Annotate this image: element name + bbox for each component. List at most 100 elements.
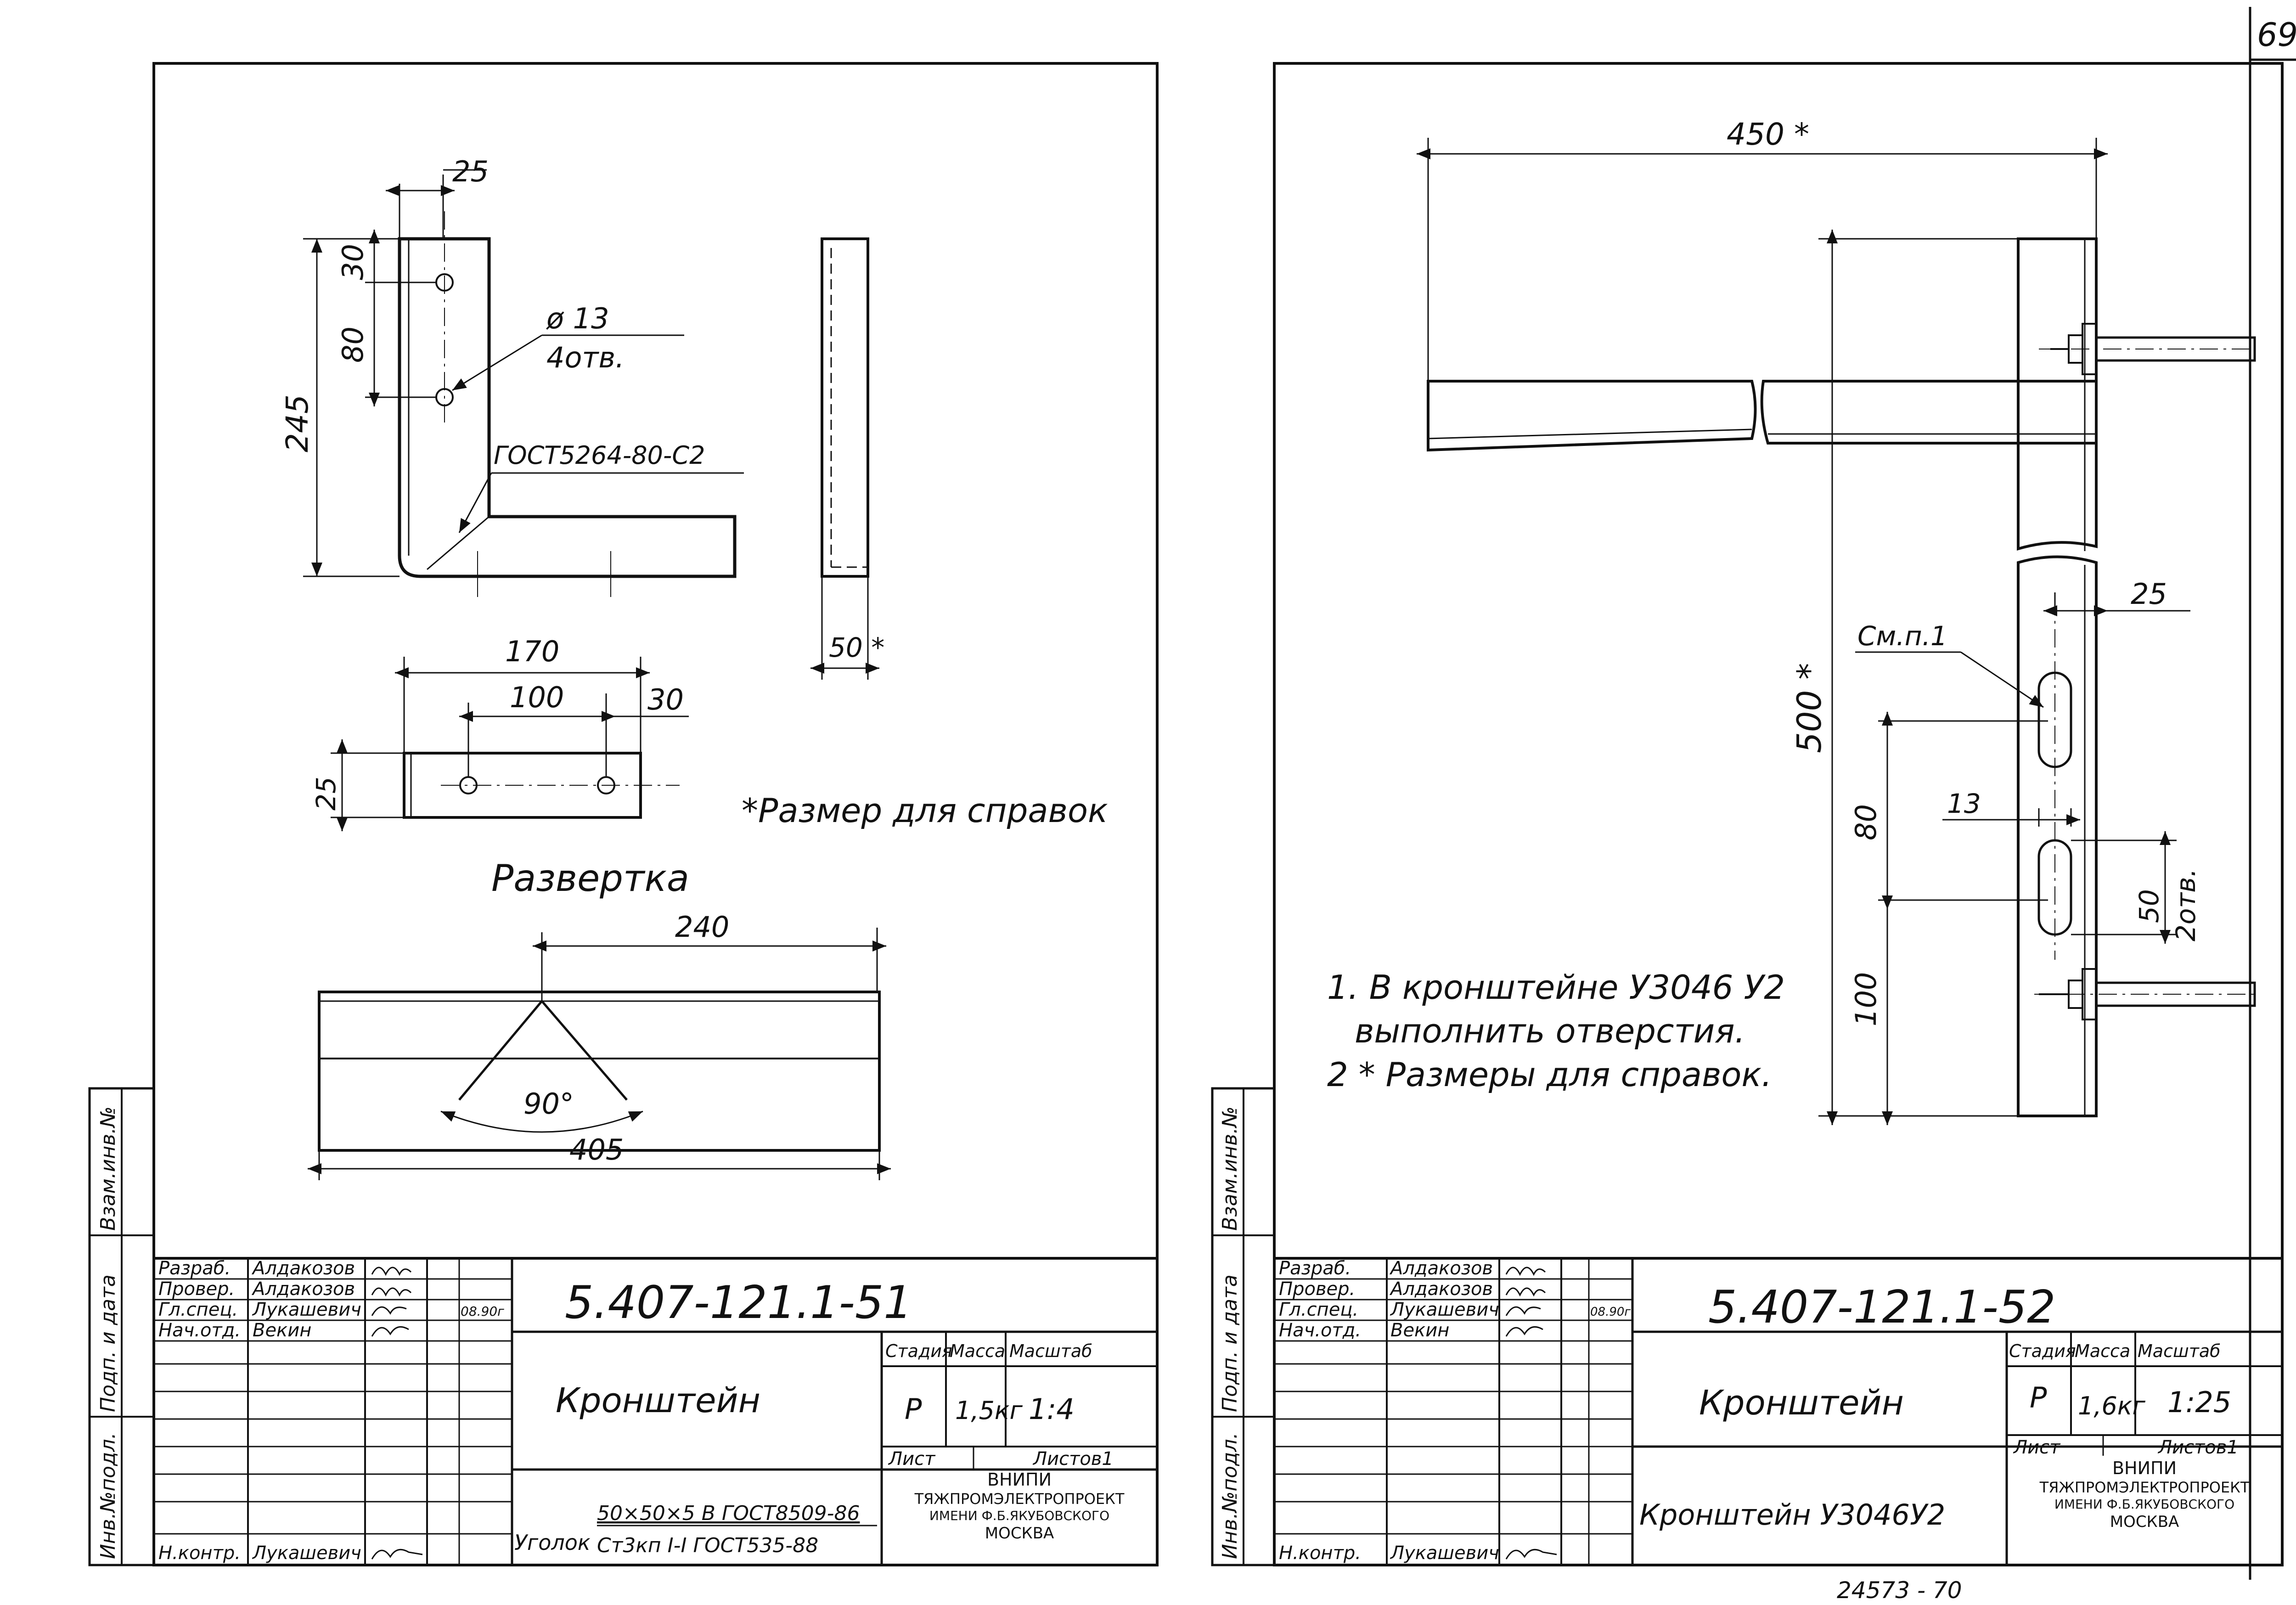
- left-dim-plan-length: 170: [505, 635, 559, 668]
- left-plan-view: 170 100 30 25: [310, 635, 689, 831]
- left-dim-plan-spacing: 100: [510, 681, 564, 714]
- left-sheets-label: Листов1: [1032, 1448, 1114, 1470]
- right-dim-slot-length: 50: [2133, 889, 2165, 923]
- left-signature-3: [371, 1326, 409, 1337]
- left-title-block: Разраб. Алдакозов Провер. Алдакозов Гл.с…: [152, 1257, 1159, 1566]
- right-dim-bottom-offset: 100: [1849, 972, 1883, 1026]
- right-org-1: ТЯЖПРОМЭЛЕКТРОПРОЕКТ: [2039, 1479, 2250, 1496]
- right-signature-2: [1505, 1306, 1541, 1316]
- left-org-3: МОСКВА: [985, 1524, 1054, 1543]
- right-col-stage: Стадия: [2009, 1341, 2076, 1361]
- left-col-scale: Масштаб: [1009, 1341, 1092, 1361]
- right-col-mass: Масса: [2075, 1341, 2130, 1361]
- left-dim-height: 245: [280, 394, 315, 452]
- page-number-box: 69: [2249, 7, 2296, 1580]
- right-material: Кронштейн У3046У2: [1639, 1498, 1945, 1532]
- right-signature-0: [1505, 1267, 1546, 1276]
- left-nkontr-role: Н.контр.: [158, 1543, 241, 1564]
- right-nkontr-name: Лукашевич: [1390, 1543, 1499, 1564]
- right-mass: 1,6кг: [2078, 1391, 2145, 1420]
- left-dim-unfold-angle: 90°: [523, 1087, 574, 1121]
- left-mass: 1,5кг: [955, 1396, 1023, 1425]
- right-nkontr-role: Н.контр.: [1279, 1543, 1361, 1564]
- right-title-block: Разраб. Алдакозов Провер. Алдакозов Гл.с…: [1273, 1257, 2284, 1566]
- left-dim-width-ref: 50 *: [829, 632, 884, 663]
- left-angle-front-view: 25 30 80 245 ø 13 4отв. ГОСТ5264-80-С2: [280, 155, 744, 597]
- right-org-2: ИМЕНИ Ф.Б.ЯКУБОВСКОГО: [2054, 1497, 2234, 1512]
- right-dim-slot-spacing: 80: [1849, 804, 1883, 840]
- left-stamp-sign: Подп. и дата: [96, 1274, 120, 1412]
- left-side-stamp: Инв.№подл. Подп. и дата Взам.инв.№: [88, 1087, 155, 1566]
- right-scale: 1:25: [2167, 1385, 2231, 1419]
- left-col-mass: Масса: [950, 1341, 1005, 1361]
- right-dim-slot-count: 2отв.: [2170, 868, 2201, 941]
- right-name-2: Лукашевич: [1390, 1299, 1499, 1320]
- left-signature-nkontr: [371, 1549, 423, 1560]
- left-stage: Р: [905, 1392, 922, 1426]
- left-dim-plan-end: 30: [647, 683, 684, 716]
- left-signature-2: [371, 1306, 407, 1316]
- right-note-1b: выполнить отверстия.: [1355, 1012, 1745, 1050]
- page-number: 69: [2257, 16, 2296, 54]
- right-stamp-sign: Подп. и дата: [1218, 1274, 1242, 1412]
- left-dim-unfold-half: 240: [675, 910, 729, 944]
- right-note-1: 1. В кронштейне У3046 У2: [1327, 968, 1785, 1007]
- left-name-1: Алдакозов: [251, 1278, 355, 1300]
- right-signature-nkontr: [1505, 1549, 1557, 1560]
- left-org-0: ВНИПИ: [987, 1470, 1052, 1490]
- left-material-top: 50×50×5 В ГОСТ8509-86: [597, 1502, 860, 1525]
- left-org-1: ТЯЖПРОМЭЛЕКТРОПРОЕКТ: [914, 1490, 1125, 1508]
- right-date: 08.90г: [1590, 1305, 1631, 1319]
- right-signature-3: [1505, 1326, 1543, 1337]
- left-weld-standard: ГОСТ5264-80-С2: [494, 441, 705, 470]
- right-dim-slot-width: 25: [2131, 577, 2167, 611]
- right-name-1: Алдакозов: [1389, 1278, 1493, 1300]
- right-name-3: Векин: [1390, 1320, 1449, 1341]
- right-signature-1: [1505, 1287, 1546, 1297]
- right-org-0: ВНИПИ: [2112, 1458, 2177, 1478]
- right-horizontal-beam: 450 *: [1417, 117, 2108, 452]
- right-dim-top-length: 450 *: [1727, 117, 1809, 152]
- right-stamp-inv: Инв.№подл.: [1218, 1432, 1242, 1559]
- right-note-2: 2 * Размеры для справок.: [1327, 1055, 1772, 1094]
- left-hole-count: 4отв.: [546, 341, 625, 374]
- left-role-3: Нач.отд.: [158, 1320, 241, 1341]
- right-sheet: Инв.№подл. Подп. и дата Взам.инв.№ 450 *: [1211, 62, 2284, 1566]
- left-dim-unfold-total: 405: [569, 1133, 624, 1166]
- right-org-3: МОСКВА: [2110, 1513, 2179, 1531]
- footer-number: 24573 - 70: [1837, 1577, 1962, 1604]
- right-bolt-upper: [2039, 323, 2256, 375]
- left-hole-diameter: ø 13: [546, 302, 609, 335]
- left-role-0: Разраб.: [158, 1258, 231, 1279]
- left-reference-note: *Размер для справок: [742, 791, 1108, 830]
- right-dim-hole-diameter: 13: [1947, 788, 1981, 819]
- right-dim-height: 500 *: [1790, 663, 1829, 753]
- left-nkontr-name: Лукашевич: [252, 1543, 361, 1564]
- right-col-scale: Масштаб: [2138, 1341, 2221, 1361]
- left-name-2: Лукашевич: [252, 1299, 361, 1320]
- right-side-stamp: Инв.№подл. Подп. и дата Взам.инв.№: [1211, 1087, 1276, 1566]
- left-dim-hole-spacing: 80: [336, 327, 370, 363]
- left-col-stage: Стадия: [885, 1341, 952, 1361]
- left-stamp-inv: Инв.№подл.: [96, 1432, 120, 1559]
- left-date: 08.90г: [461, 1304, 504, 1319]
- right-role-0: Разраб.: [1279, 1258, 1351, 1279]
- right-see-note: См.п.1: [1857, 620, 1947, 652]
- left-name-3: Векин: [253, 1320, 311, 1341]
- left-org-2: ИМЕНИ Ф.Б.ЯКУБОВСКОГО: [929, 1508, 1109, 1523]
- right-sheet-label: Лист: [2013, 1437, 2061, 1458]
- left-signature-0: [371, 1267, 412, 1276]
- left-signature-1: [371, 1287, 412, 1297]
- right-stamp-vzam: Взам.инв.№: [1218, 1106, 1242, 1231]
- left-sheet: Инв.№подл. Подп. и дата Взам.инв.№ 25: [88, 62, 1159, 1566]
- left-name-0: Алдакозов: [251, 1258, 355, 1279]
- left-sheet-label: Лист: [888, 1448, 936, 1470]
- right-role-2: Гл.спец.: [1279, 1299, 1358, 1320]
- left-unfold-view: 240 90° 405: [308, 910, 891, 1180]
- left-material-prefix: Уголок: [514, 1530, 591, 1555]
- right-role-3: Нач.отд.: [1279, 1320, 1361, 1341]
- left-stamp-vzam: Взам.инв.№: [96, 1106, 120, 1231]
- right-sheets-label: Листов1: [2157, 1437, 2239, 1458]
- left-dim-plan-width: 25: [310, 777, 342, 811]
